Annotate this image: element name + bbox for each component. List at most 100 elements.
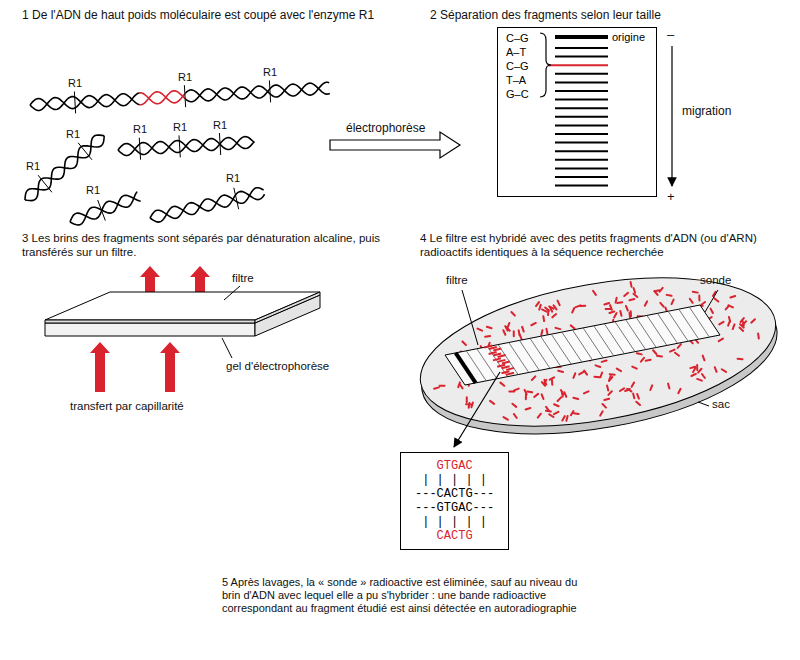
filter-lane xyxy=(668,311,688,341)
filter-lane xyxy=(679,309,699,339)
hybrid-band-mark xyxy=(493,353,501,355)
probe-dash xyxy=(544,380,546,385)
part-label: sac xyxy=(712,398,730,412)
probe-dash xyxy=(659,288,663,292)
probe-dash xyxy=(477,328,482,331)
probe-dash xyxy=(542,394,544,399)
probe-dash xyxy=(534,394,539,397)
probe-dash xyxy=(511,312,515,317)
probe-dash xyxy=(668,384,669,389)
probe-dash xyxy=(620,388,625,391)
probe-dash xyxy=(758,334,759,339)
dna-strand xyxy=(30,94,140,111)
probe-dash xyxy=(541,330,544,335)
gel-box: C–GA–TC–GT–AG–Corigine xyxy=(497,27,657,197)
dna-molecule xyxy=(25,135,104,201)
part-label: sonde xyxy=(700,274,731,288)
filter-lane xyxy=(583,328,603,358)
hybrid-band-mark xyxy=(489,352,497,354)
gel-band xyxy=(555,150,608,152)
enzyme-site-label: R1 xyxy=(263,66,277,79)
probe-dash xyxy=(531,323,536,325)
probe-dash xyxy=(514,414,517,419)
probe-dash xyxy=(535,302,539,306)
enzyme-site-label: R1 xyxy=(178,71,192,84)
probe-dash xyxy=(691,374,696,376)
probe-dash xyxy=(485,336,490,337)
probe-dash xyxy=(667,294,672,296)
probe-dash xyxy=(525,394,527,399)
probe-dash xyxy=(462,341,466,346)
probe-dash xyxy=(600,372,603,377)
probe-dash xyxy=(617,368,621,372)
probe-dash xyxy=(633,393,634,398)
part-label: transfert par capillarité xyxy=(70,400,184,414)
probe-dash xyxy=(634,293,638,297)
filter-lane xyxy=(477,349,497,379)
probe-dash xyxy=(670,350,675,352)
filter-lane xyxy=(615,322,635,352)
filter-lane xyxy=(636,318,656,348)
sequence-line: CACTG xyxy=(415,529,494,543)
probe-dash xyxy=(609,311,614,312)
probe-dash xyxy=(703,355,705,360)
probe-dash xyxy=(573,373,576,378)
probe-dash xyxy=(751,319,756,322)
gel-band xyxy=(555,90,608,92)
base-pair: T–A xyxy=(506,74,526,86)
hybrid-band-mark xyxy=(502,366,510,368)
gel-band xyxy=(555,142,608,144)
filter-side xyxy=(255,292,320,323)
hybrid-band-mark xyxy=(506,368,514,370)
probe-dash xyxy=(558,370,563,373)
probe-dash xyxy=(702,374,705,379)
probe-dash xyxy=(660,302,663,307)
probe-dash xyxy=(696,365,698,370)
enzyme-site-label: R1 xyxy=(173,121,187,134)
probe-dash xyxy=(527,391,532,393)
filter-lane xyxy=(604,324,624,354)
probe-dash xyxy=(574,412,579,414)
step-caption: 5 Après lavages, la « sonde » radioactiv… xyxy=(222,576,582,616)
base-pair: A–T xyxy=(506,46,526,58)
probe-dash xyxy=(699,296,701,301)
probe-dash xyxy=(573,397,578,400)
part-label: filtre xyxy=(232,272,254,286)
gel-band xyxy=(555,133,608,135)
filter-sheet xyxy=(445,305,720,385)
cut-site-tick xyxy=(38,175,52,192)
hybrid-band-mark xyxy=(498,355,506,357)
cut-site-tick xyxy=(219,133,220,155)
gel-band xyxy=(555,81,608,83)
probe-dash xyxy=(440,385,445,387)
probe-dash xyxy=(690,298,693,303)
hybrid-band-mark xyxy=(484,346,492,348)
probe-dash xyxy=(554,412,559,414)
filter-lane xyxy=(466,351,486,381)
migration-arrow xyxy=(671,46,672,186)
cut-site-tick xyxy=(78,143,92,160)
capillary-arrow xyxy=(140,266,160,292)
probe-dash xyxy=(627,388,631,392)
dna-strand xyxy=(70,195,141,225)
dna-strand xyxy=(186,82,330,101)
probe-dash xyxy=(509,391,514,393)
probe-dash xyxy=(531,376,536,380)
filter-front xyxy=(45,320,255,323)
dna-strand xyxy=(25,136,104,200)
hybrid-band-mark xyxy=(502,361,510,363)
origin-band xyxy=(555,35,608,39)
probe-dash xyxy=(701,302,706,305)
probe-dash xyxy=(740,324,744,328)
probe-dash xyxy=(719,322,724,325)
capillary-arrow xyxy=(160,342,180,392)
probe-dash xyxy=(725,306,729,310)
probe-dash xyxy=(632,366,637,370)
probe-dash xyxy=(671,300,675,305)
origin-label: origine xyxy=(612,31,645,43)
sequence-line: GTGAC xyxy=(415,459,494,473)
probe-dash xyxy=(644,301,648,305)
probe-dash xyxy=(629,313,630,318)
